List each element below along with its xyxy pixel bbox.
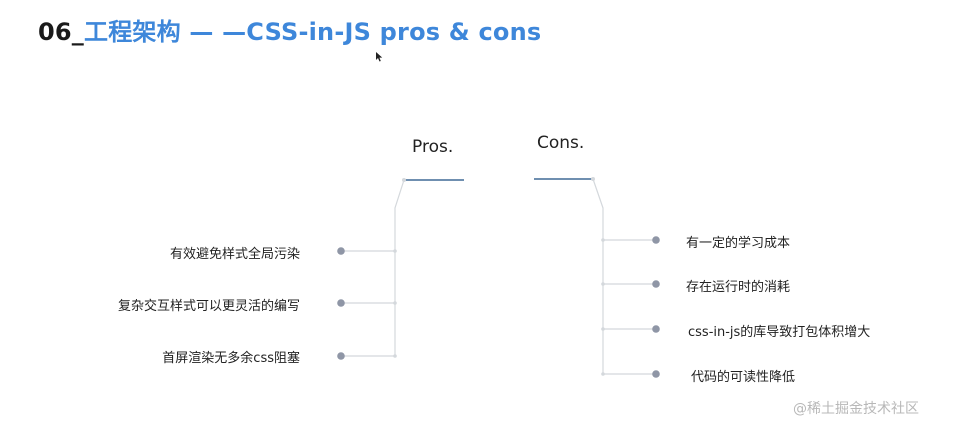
pros-joint-3 bbox=[393, 354, 397, 358]
mouse-cursor-icon bbox=[376, 52, 383, 62]
title-text: 工程架构 — —CSS-in-JS pros & cons bbox=[84, 18, 542, 46]
cons-item: 代码的可读性降低 bbox=[691, 370, 796, 385]
cons-dot-4 bbox=[652, 370, 660, 378]
cons-item: css-in-js的库导致打包体积增大 bbox=[688, 325, 871, 340]
cons-joint-3 bbox=[601, 327, 605, 331]
cons-heading: Cons. bbox=[537, 133, 585, 153]
pros-dot-3 bbox=[337, 352, 345, 360]
cons-dot-3 bbox=[652, 325, 660, 333]
slide-title: 06_工程架构 — —CSS-in-JS pros & cons bbox=[38, 12, 541, 47]
pros-item: 有效避免样式全局污染 bbox=[169, 247, 300, 262]
pros-joint-1 bbox=[393, 249, 397, 253]
cons-item: 有一定的学习成本 bbox=[686, 236, 791, 251]
cons-dot-2 bbox=[652, 280, 660, 288]
cons-joint-2 bbox=[601, 282, 605, 286]
title-number: 06_ bbox=[38, 18, 84, 46]
pros-connector bbox=[394, 179, 405, 356]
cons-joint-4 bbox=[601, 372, 605, 376]
cons-connector bbox=[592, 178, 604, 374]
pros-item: 首屏渲染无多余css阻塞 bbox=[162, 351, 300, 366]
cons-joint-1 bbox=[601, 238, 605, 242]
pros-joint-2 bbox=[393, 301, 397, 305]
pros-heading: Pros. bbox=[412, 137, 454, 157]
pros-dot-2 bbox=[337, 299, 345, 307]
cons-item: 存在运行时的消耗 bbox=[686, 280, 791, 295]
pros-dot-1 bbox=[337, 247, 345, 255]
watermark: @稀土掘金技术社区 bbox=[793, 401, 919, 417]
pros-item: 复杂交互样式可以更灵活的编写 bbox=[117, 299, 300, 314]
cons-dot-1 bbox=[652, 236, 660, 244]
